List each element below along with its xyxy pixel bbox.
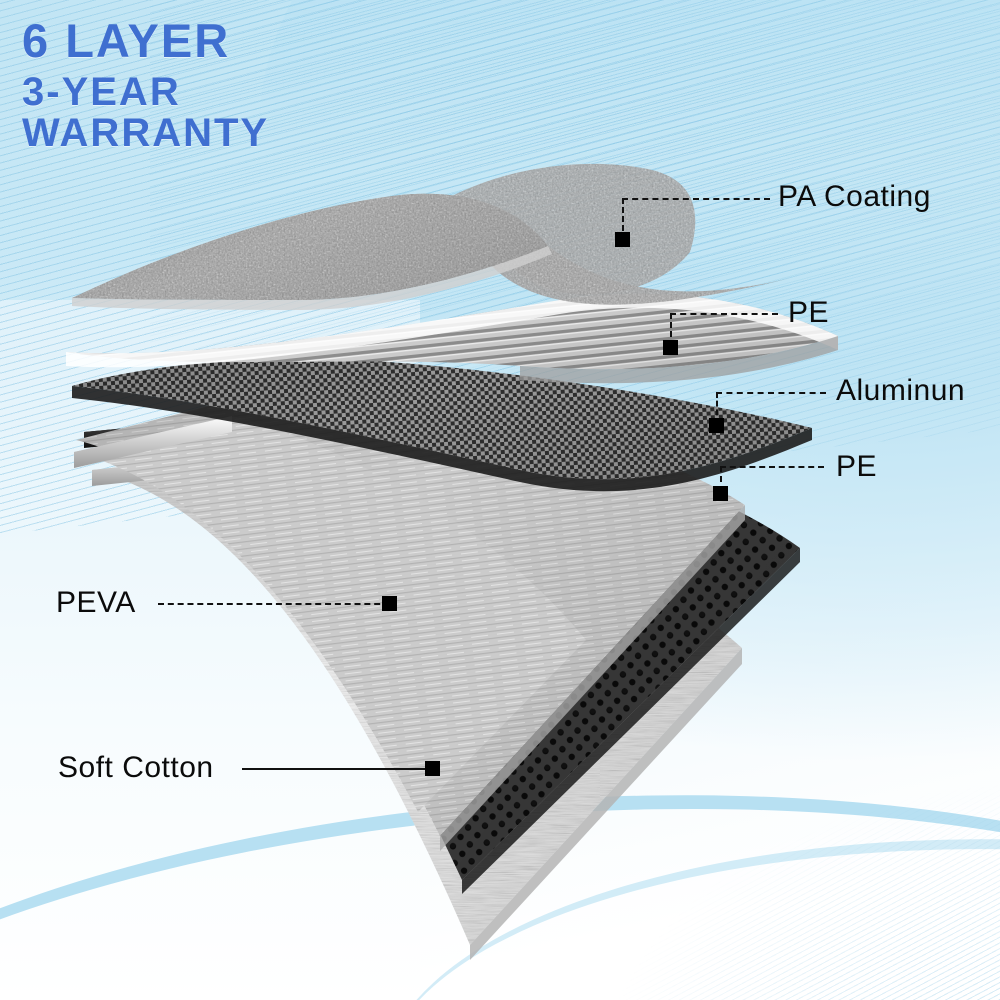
- headline-line-2: 3-YEAR: [22, 69, 181, 114]
- marker-pa-coating: [615, 232, 630, 247]
- label-pe-upper: PE: [788, 296, 830, 329]
- layer-pa-coating: [72, 163, 800, 310]
- marker-aluminum: [709, 418, 724, 433]
- label-peva: PEVA: [56, 586, 136, 619]
- headline-block: 6 LAYER 3-YEAR WARRANTY: [22, 14, 270, 156]
- marker-pe-upper: [663, 340, 678, 355]
- layer-pe-upper: [66, 293, 838, 384]
- leader-drop-pe-lower: [720, 466, 722, 492]
- marker-soft-cotton: [425, 761, 440, 776]
- leader-line-soft-cotton: [242, 768, 434, 770]
- marker-pe-lower: [713, 486, 728, 501]
- label-pa-coating: PA Coating: [778, 180, 931, 213]
- leader-line-pe-lower: [720, 466, 824, 468]
- label-aluminum: Aluminun: [836, 374, 966, 407]
- layer-aluminum: [72, 358, 812, 492]
- leader-line-aluminum: [716, 392, 826, 394]
- marker-peva: [382, 596, 397, 611]
- leader-line-pa-coating: [622, 198, 770, 200]
- leader-line-pe-upper: [670, 313, 778, 315]
- leader-line-peva: [158, 603, 390, 605]
- headline-line-1: 6 LAYER: [22, 14, 231, 67]
- layer-pe-lower-sheet: [74, 416, 586, 812]
- headline-line-3: WARRANTY: [22, 111, 270, 156]
- label-soft-cotton: Soft Cotton: [58, 751, 214, 784]
- leader-drop-aluminum: [716, 392, 718, 424]
- leader-drop-pa-coating: [622, 198, 624, 240]
- leader-drop-pe-upper: [670, 313, 672, 346]
- label-pe-lower: PE: [836, 450, 878, 483]
